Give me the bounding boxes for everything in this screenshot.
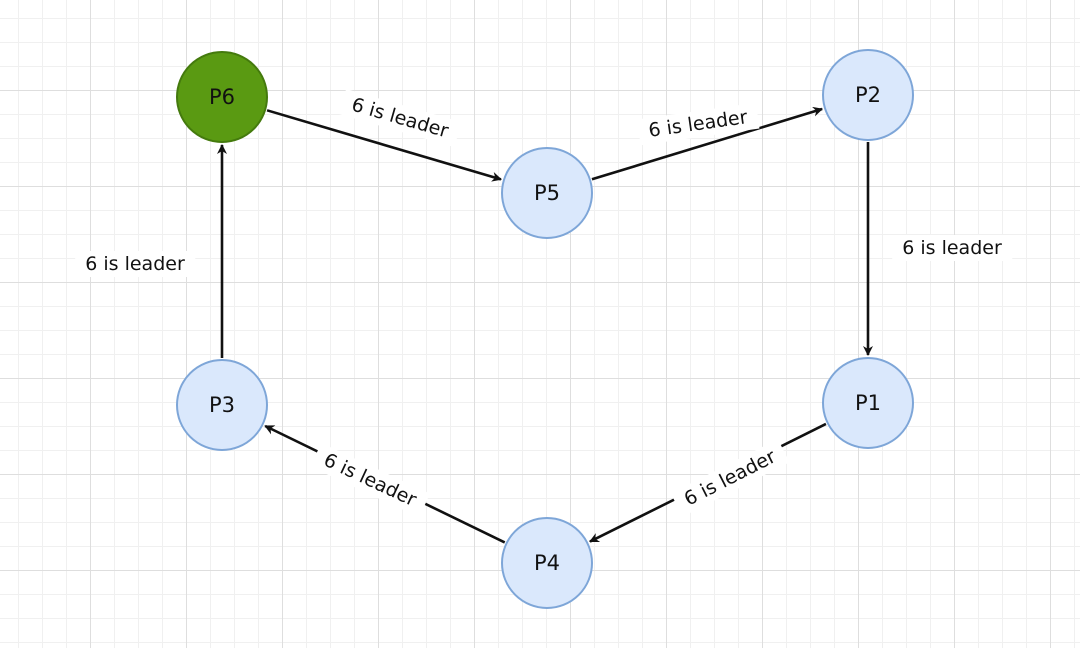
node-label: P2 bbox=[854, 83, 882, 107]
node-p2: P2 bbox=[822, 49, 914, 141]
node-label: P6 bbox=[208, 85, 236, 109]
edge-label-p2-p1: 6 is leader bbox=[892, 235, 1012, 261]
node-p6: P6 bbox=[176, 51, 268, 143]
node-label: P5 bbox=[533, 181, 561, 205]
node-p5: P5 bbox=[501, 147, 593, 239]
edge-p5-to-p2 bbox=[591, 106, 824, 181]
node-label: P1 bbox=[854, 391, 882, 415]
edge-p6-to-p5 bbox=[266, 109, 502, 182]
node-p1: P1 bbox=[822, 357, 914, 449]
node-label: P4 bbox=[533, 551, 561, 575]
node-label: P3 bbox=[208, 393, 236, 417]
node-p3: P3 bbox=[176, 359, 268, 451]
edge-label-p3-p6: 6 is leader bbox=[75, 251, 195, 277]
node-p4: P4 bbox=[501, 517, 593, 609]
